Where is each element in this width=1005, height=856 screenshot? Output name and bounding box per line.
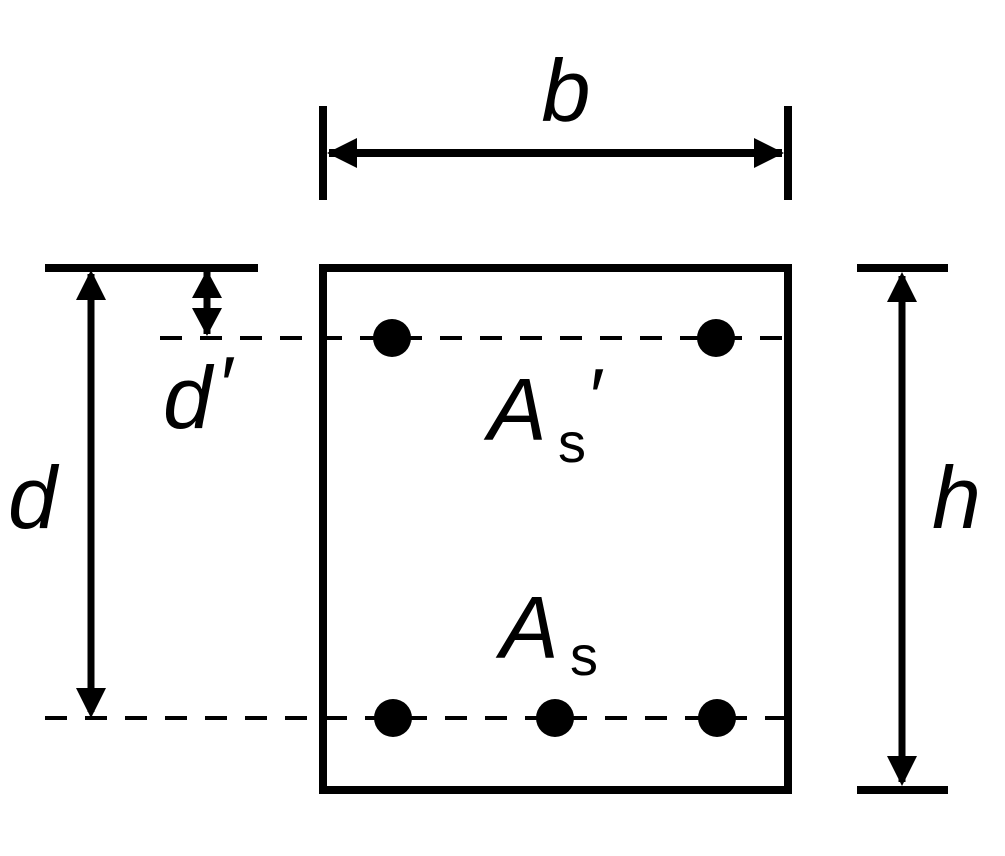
top-rebar-right	[697, 319, 735, 357]
width-label: b	[542, 41, 591, 140]
top-rebar-left	[373, 319, 411, 357]
cover-label-prime: ′	[217, 340, 235, 429]
height-arrow-up	[887, 272, 917, 302]
bottom-steel-label: A s	[495, 578, 598, 687]
width-dimension: b	[319, 41, 792, 200]
cover-arrow-up	[192, 270, 222, 298]
top-steel-label-base: A	[483, 360, 547, 459]
top-steel-label-prime: ′	[586, 352, 604, 441]
height-arrow-down	[887, 756, 917, 786]
top-steel-label-sub: s	[558, 411, 586, 474]
cover-label-base: d	[163, 348, 215, 447]
height-dimension: h	[857, 264, 981, 794]
bottom-rebar-middle	[536, 699, 574, 737]
width-arrow-left	[327, 138, 357, 168]
bottom-rebar-right	[698, 699, 736, 737]
section-outline	[319, 264, 792, 794]
cover-dimension: d ′	[163, 270, 235, 447]
effective-depth-dimension: d	[8, 270, 106, 718]
bottom-steel-label-base: A	[495, 578, 559, 677]
top-steel-label: A s ′	[483, 352, 604, 474]
effective-depth-arrow-down	[76, 688, 106, 718]
effective-depth-arrow-up	[76, 270, 106, 300]
bottom-steel-label-sub: s	[570, 624, 598, 687]
width-arrow-right	[754, 138, 784, 168]
bottom-rebar-left	[374, 699, 412, 737]
height-label: h	[932, 448, 981, 547]
effective-depth-label: d	[8, 448, 60, 547]
cover-arrow-down	[192, 308, 222, 336]
